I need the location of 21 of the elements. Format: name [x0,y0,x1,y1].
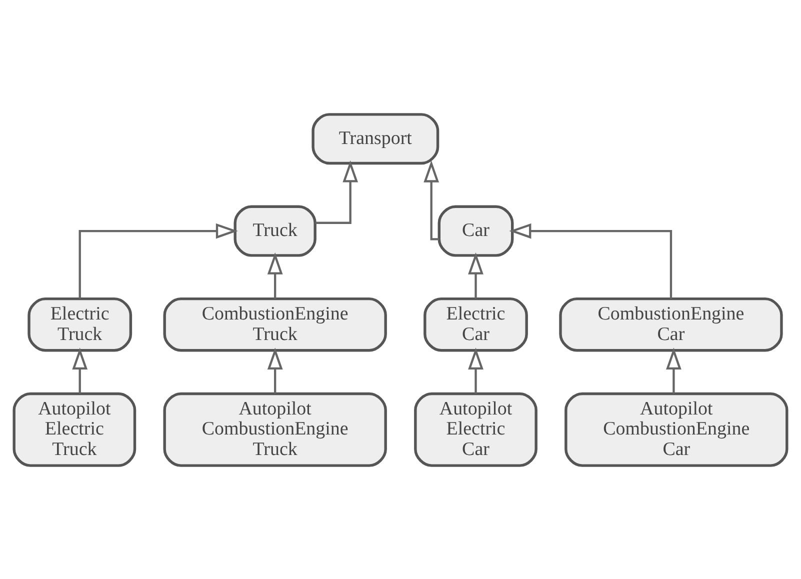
node-box: Electric Truck [28,296,132,352]
arrow [424,160,440,240]
arrow [267,252,283,298]
node-box: Transport [312,112,440,164]
node-box: CombustionEngine Truck [163,296,387,352]
node-box: Autopilot CombustionEngine Truck [163,392,387,466]
node-box: Autopilot Electric Car [414,392,538,466]
arrow [468,252,484,298]
node-box: Autopilot Electric Truck [12,392,136,466]
arrow [72,347,88,393]
arrow [509,222,672,298]
arrow [468,347,484,393]
arrow [267,347,283,393]
arrow [78,222,238,298]
arrow [315,160,358,224]
node-box: Autopilot CombustionEngine Car [564,392,788,466]
node-box: Truck [234,204,316,256]
node-box: Car [438,204,514,256]
node-box: CombustionEngine Car [559,296,783,352]
node-box: Electric Car [424,296,528,352]
arrow [666,347,682,393]
